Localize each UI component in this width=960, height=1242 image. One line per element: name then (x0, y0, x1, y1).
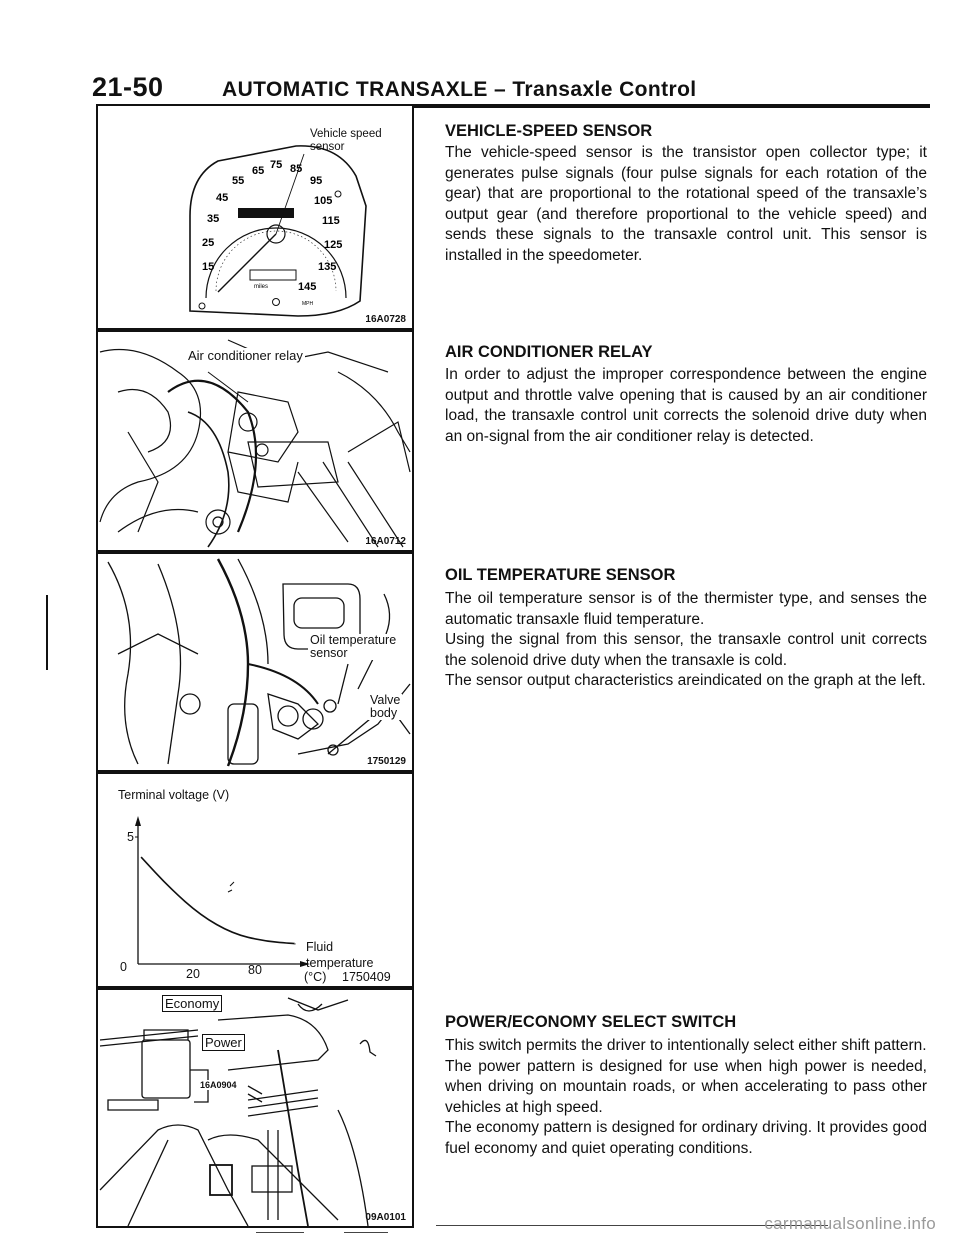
svg-text:95: 95 (310, 175, 322, 187)
valve-body-callout: Valve body (368, 693, 403, 720)
figure-code: 1750409 (342, 970, 391, 984)
vss-callout-line2: sensor (310, 141, 345, 153)
graph-plot (135, 816, 310, 967)
watermark: carmanualsonline.info (764, 1214, 936, 1233)
power-economy-body: This switch permits the driver to intent… (445, 1036, 927, 1159)
oil-temp-sensor-drawing (107, 558, 411, 767)
oil-temp-sensor-figure: Oil temperature sensor Valve body 175012… (96, 552, 414, 772)
speedometer-drawing: 65 75 85 55 95 45 105 35 115 25 125 15 1… (189, 145, 367, 317)
vss-callout-line1: Vehicle speed (310, 128, 382, 140)
vss-body: The vehicle-speed sensor is the transist… (445, 144, 927, 264)
figure-code: 16A0728 (365, 314, 406, 325)
speedometer-figure: Vehicle speed sensor 65 75 85 55 95 45 1… (96, 106, 414, 330)
oil-temp-body-1: The oil temperature sensor is of the the… (445, 590, 927, 628)
svg-text:25: 25 (202, 237, 214, 249)
ac-relay-heading: AIR CONDITIONER RELAY (445, 343, 653, 361)
graph-ytick-top: 5 (127, 830, 134, 844)
oil-temp-callout: Oil temperature sensor (308, 633, 399, 660)
graph-y-arrow (135, 816, 141, 826)
svg-text:105: 105 (314, 195, 332, 207)
oil-temp-callout-line2: sensor (310, 646, 348, 660)
oil-temp-body-2: Using the signal from this sensor, the t… (445, 631, 927, 669)
vss-callout: Vehicle speed sensor (310, 128, 382, 154)
margin-bar (46, 595, 48, 670)
graph-ylabel: Terminal voltage (V) (118, 788, 230, 802)
ac-relay-drawing (99, 339, 411, 548)
page-title: AUTOMATIC TRANSAXLE – Transaxle Control (222, 78, 697, 101)
footer-rule-left (256, 1232, 304, 1233)
power-economy-heading: POWER/ECONOMY SELECT SWITCH (445, 1013, 737, 1031)
svg-text:MPH: MPH (302, 301, 314, 307)
valve-body-callout-line1: Valve (370, 693, 401, 707)
graph-xlabel-line1: Fluid (306, 940, 334, 954)
graph-series-line (140, 856, 296, 945)
oil-temp-heading: OIL TEMPERATURE SENSOR (445, 566, 676, 584)
graph-stray-mark (227, 881, 235, 893)
graph-xtick-80: 80 (248, 963, 262, 977)
oil-temp-body-3: The sensor output characteristics areind… (445, 672, 926, 689)
svg-text:85: 85 (290, 163, 302, 175)
footer-rule-mid (344, 1232, 388, 1233)
svg-text:35: 35 (207, 213, 219, 225)
svg-text:125: 125 (324, 239, 342, 251)
switch-drawing (99, 997, 377, 1226)
ac-relay-body: In order to adjust the improper correspo… (445, 366, 927, 445)
svg-text:75: 75 (270, 159, 282, 171)
power-economy-switch-figure: Economy Power 16A0904 09A0101 (96, 988, 414, 1228)
vss-heading: VEHICLE-SPEED SENSOR (445, 122, 653, 140)
power-callout: Power (202, 1034, 245, 1051)
valve-body-callout-line2: body (370, 706, 398, 720)
power-economy-body-3: The economy pattern is designed for ordi… (445, 1119, 927, 1157)
figure-code: 16A0712 (365, 536, 406, 547)
svg-text:miles: miles (254, 284, 268, 290)
svg-text:45: 45 (216, 192, 228, 204)
power-economy-body-2: The power pattern is designed for use wh… (445, 1057, 927, 1116)
graph-x-arrow (300, 961, 310, 967)
dial-label: 65 (252, 165, 264, 177)
graph-xunit: (°C) (304, 970, 327, 984)
ac-relay-figure: Air conditioner relay 16A0712 (96, 330, 414, 552)
figure-code: 09A0101 (365, 1212, 406, 1223)
graph-origin-tick: 0 (120, 960, 127, 974)
graph-xtick-20: 20 (186, 967, 200, 981)
svg-text:135: 135 (318, 261, 336, 273)
switch-inner-code: 16A0904 (198, 1080, 239, 1090)
power-economy-body-1: This switch permits the driver to intent… (445, 1037, 927, 1054)
economy-callout: Economy (162, 995, 223, 1012)
svg-text:15: 15 (202, 261, 214, 273)
footer-rule (436, 1225, 828, 1226)
graph-xlabel-line2: temperature (306, 956, 374, 970)
graph-xlabel: Fluid temperature (306, 939, 373, 971)
graph-figure: Terminal voltage (V) 5 0 20 80 Fluid tem… (96, 772, 414, 988)
ac-relay-callout: Air conditioner relay (186, 348, 305, 363)
page-number: 21-50 (92, 72, 164, 102)
svg-text:55: 55 (232, 175, 244, 187)
oil-temp-body: The oil temperature sensor is of the the… (445, 589, 927, 692)
figure-code: 1750129 (367, 756, 406, 767)
svg-text:115: 115 (322, 215, 340, 227)
svg-text:145: 145 (298, 281, 316, 293)
header-rule (96, 104, 930, 108)
oil-temp-callout-line1: Oil temperature (310, 633, 397, 647)
